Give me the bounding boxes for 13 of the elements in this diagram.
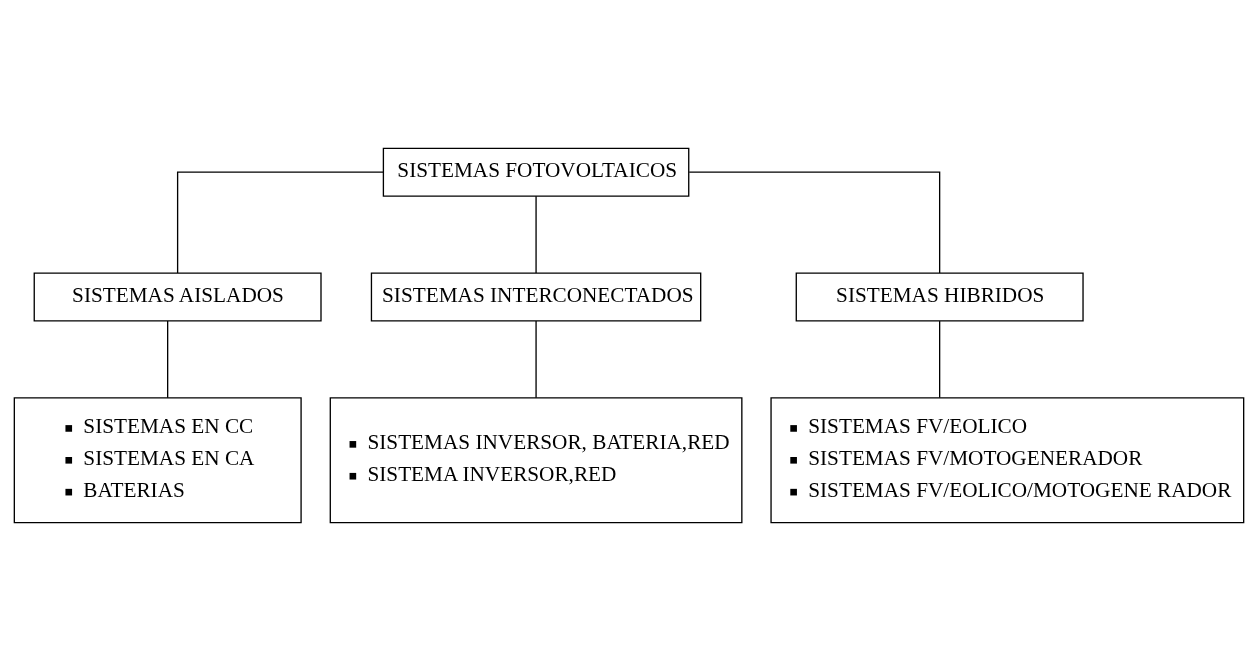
connector [167,320,169,399]
node-box: SISTEMAS INVERSOR, BATERIA,RED SISTEMA INVERSOR,RED [329,397,743,524]
node-box: SISTEMAS HIBRIDOS [795,272,1084,322]
node-box: SISTEMAS FOTOVOLTAICOS [382,147,690,197]
node-box: SISTEMAS AISLADOS [33,272,322,322]
node-box: SISTEMAS EN CC SISTEMAS EN CA BATERIAS [13,397,302,524]
connector [939,320,941,399]
connector [176,171,384,274]
node-box: SISTEMAS FV/EOLICO SISTEMAS FV/MOTOGENERADOR SISTEMAS FV/EOLICO/MOTOGENE RADOR [770,397,1245,524]
node-box: SISTEMAS INTERCONECTADOS [370,272,702,322]
connector [535,195,537,274]
connector [688,171,941,274]
connector [535,320,537,399]
